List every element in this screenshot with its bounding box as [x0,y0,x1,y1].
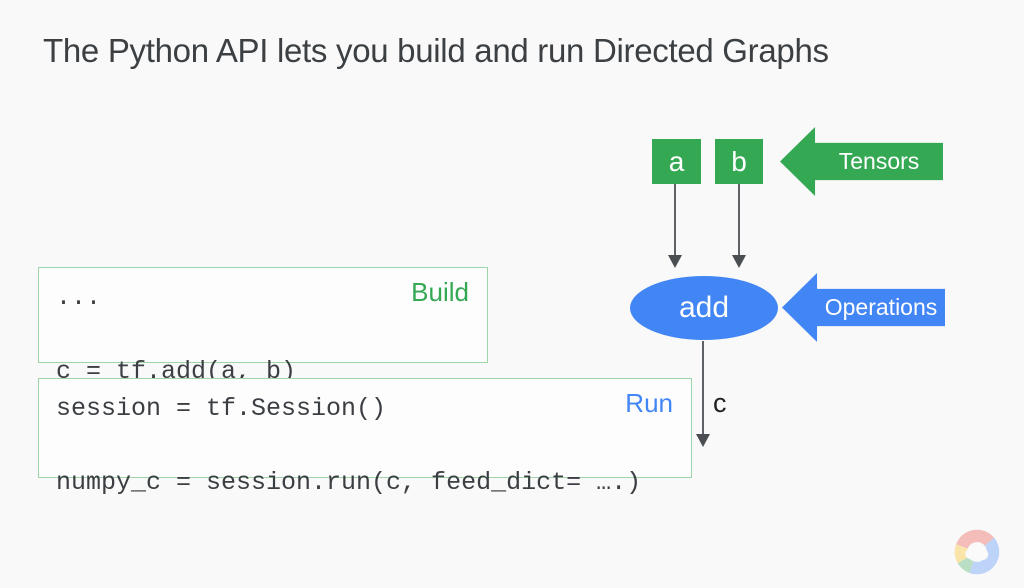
operation-node-add: add [630,276,778,340]
edge-b-to-add-arrow [732,184,746,268]
operations-callout-label: Operations [824,294,938,320]
build-code-box: ... c = tf.add(a, b) Build [38,267,488,386]
run-code-box: session = tf.Session() numpy_c = session… [38,378,692,497]
arrowhead-icon [732,255,746,268]
operations-callout-arrow: Operations [782,273,945,342]
build-label: Build [411,277,469,307]
arrowhead-icon [668,255,682,268]
output-label-c: c [713,388,727,418]
edge-add-to-c-arrow [696,341,710,447]
run-code-line-2: numpy_c = session.run(c, feed_dict= ….) [56,468,642,497]
run-code: session = tf.Session() numpy_c = session… [56,390,681,501]
tensors-callout-arrow: Tensors [780,127,943,196]
edge-a-to-add-arrow [668,184,682,268]
build-code-line-1: ... [56,283,102,312]
tensor-node-b: b [715,139,763,184]
google-cloud-logo-icon [954,529,1000,575]
slide-title: The Python API lets you build and run Di… [43,32,829,69]
tensors-callout-label: Tensors [838,148,920,174]
tensor-node-a: a [652,139,701,184]
run-code-line-1: session = tf.Session() [56,394,387,423]
arrowhead-icon [696,434,710,447]
run-label: Run [625,388,673,418]
